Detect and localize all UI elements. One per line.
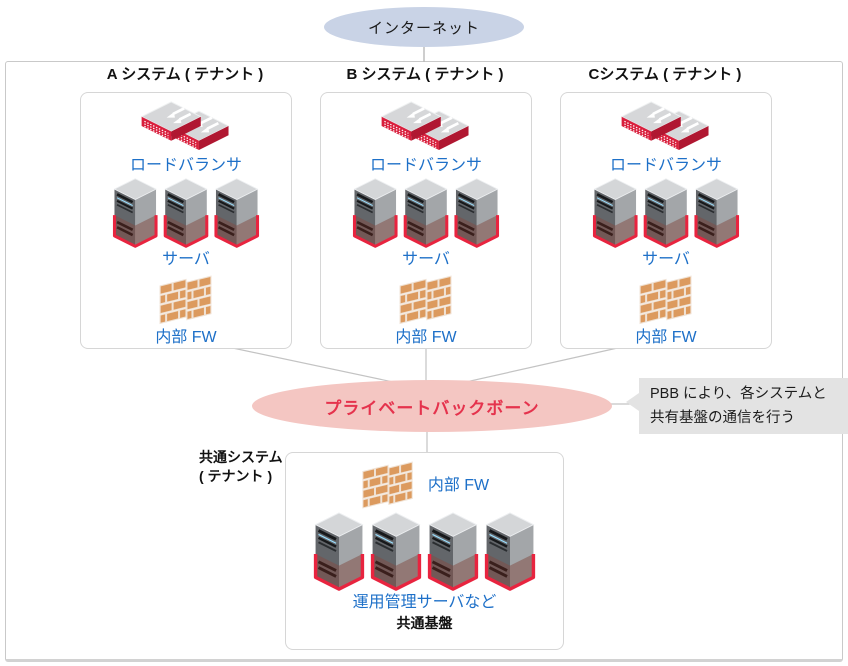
common-system-title-line1: 共通システム xyxy=(199,449,283,465)
server-stack-icon xyxy=(592,176,740,248)
pbb-note-callout: PBB により、各システムと 共有基盤の通信を行う xyxy=(626,378,848,434)
pbb-note-line1: PBB により、各システムと xyxy=(650,386,827,402)
load-balancer-icon xyxy=(380,101,470,152)
load-balancer-icon xyxy=(620,101,710,152)
server-stack-icon xyxy=(112,176,260,248)
tenant-a-box: ロードバランサ サーバ 内部 FW xyxy=(80,92,292,349)
server-label: サーバ xyxy=(402,251,450,269)
internet-label: インターネット xyxy=(367,19,480,37)
common-fw-row: 内部 FW xyxy=(360,459,489,511)
internal-fw-label: 内部 FW xyxy=(427,476,490,494)
common-system-title: 共通システム ( テナント ) xyxy=(199,448,283,486)
tenant-c-box: ロードバランサ サーバ 内部 FW xyxy=(560,92,772,349)
internal-fw-label: 内部 FW xyxy=(635,328,697,346)
server-quad-icon xyxy=(313,511,536,591)
common-base-label: 共通基盤 xyxy=(396,615,453,631)
common-platform-box: 内部 FW 運用管理サーバなど 共通基盤 xyxy=(285,452,564,650)
server-stack-icon xyxy=(352,176,500,248)
internal-fw-label: 内部 FW xyxy=(395,328,457,346)
firewall-icon xyxy=(639,276,692,325)
common-system-title-line2: ( テナント ) xyxy=(199,468,273,484)
firewall-icon xyxy=(159,276,212,325)
private-backbone-node: プライベートバックボーン xyxy=(252,380,612,432)
load-balancer-label: ロードバランサ xyxy=(129,156,242,174)
ops-server-label: 運用管理サーバなど xyxy=(352,594,497,611)
load-balancer-label: ロードバランサ xyxy=(609,156,722,174)
load-balancer-icon xyxy=(140,101,230,152)
firewall-icon xyxy=(362,461,413,509)
internet-node: インターネット xyxy=(324,7,524,47)
tenant-b-title: B システム ( テナント ) xyxy=(346,66,504,83)
server-label: サーバ xyxy=(642,251,690,269)
firewall-icon xyxy=(399,276,452,325)
tenant-b-box: ロードバランサ サーバ 内部 FW xyxy=(320,92,532,349)
server-label: サーバ xyxy=(162,251,210,269)
tenant-a-title: A システム ( テナント ) xyxy=(106,66,264,83)
internal-fw-label: 内部 FW xyxy=(155,328,217,346)
pbb-note-line2: 共有基盤の通信を行う xyxy=(650,410,795,426)
tenant-c-title: Cシステム ( テナント ) xyxy=(588,66,742,83)
private-backbone-label: プライベートバックボーン xyxy=(324,398,540,418)
load-balancer-label: ロードバランサ xyxy=(369,156,482,174)
